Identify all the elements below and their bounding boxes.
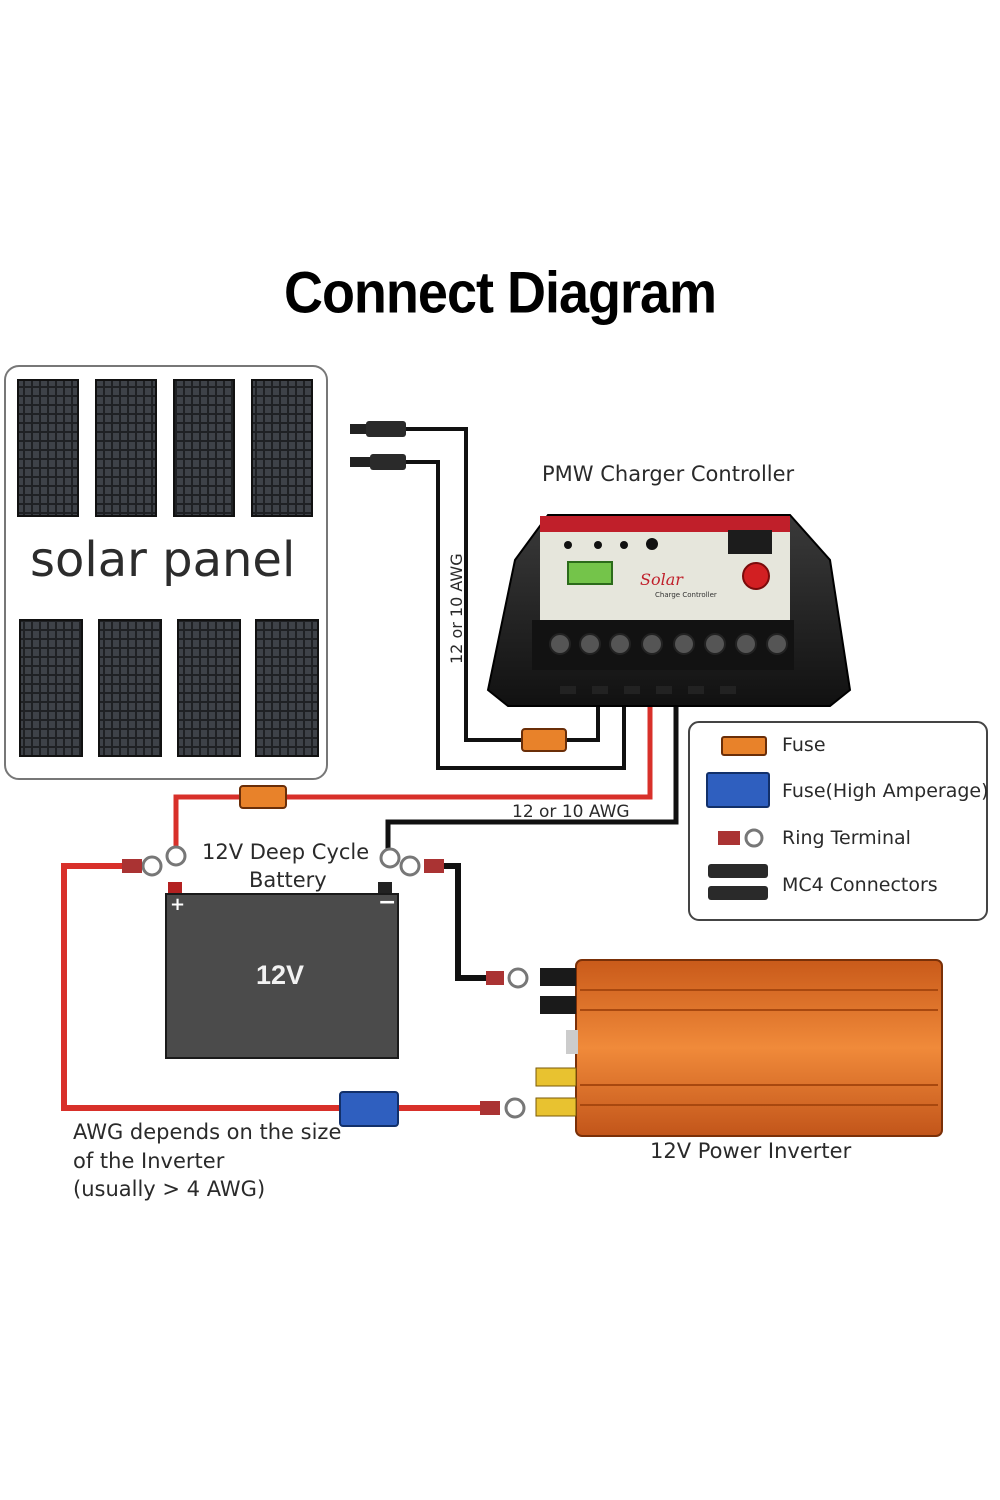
- ring-terminal-icon: [122, 845, 444, 877]
- battery-inverter-wires: [61, 863, 486, 1111]
- legend-ring-terminal-label: Ring Terminal: [782, 827, 911, 849]
- charge-controller: Solar Charge Controller: [486, 514, 852, 707]
- awg-note-line2: of the Inverter: [73, 1149, 225, 1173]
- controller-battery-wires: [173, 702, 679, 852]
- legend-fuse-high-label: Fuse(High Amperage): [782, 780, 989, 802]
- legend: [688, 721, 988, 921]
- awg-note-line1: AWG depends on the size: [73, 1120, 342, 1144]
- controller-label: PMW Charger Controller: [542, 462, 795, 486]
- battery-negative-sign: −: [378, 890, 397, 915]
- fuse-icon: [239, 785, 287, 809]
- battery-label-line2: Battery: [249, 868, 327, 892]
- legend-mc4-icon: [708, 864, 768, 900]
- inverter-label: 12V Power Inverter: [650, 1139, 852, 1163]
- high-amperage-fuse-icon: [339, 1091, 399, 1127]
- solar-panel-label: solar panel: [30, 532, 296, 588]
- controller-subbrand: Charge Controller: [655, 591, 717, 599]
- legend-mc4-label: MC4 Connectors: [782, 874, 938, 896]
- awg-note-line3: (usually > 4 AWG): [73, 1177, 266, 1201]
- legend-fuse-label: Fuse: [782, 734, 826, 756]
- diagram-title: Connect Diagram: [283, 260, 717, 326]
- legend-ring-terminal-icon: [718, 828, 764, 848]
- battery-voltage: 12V: [256, 960, 305, 990]
- battery: [165, 882, 399, 1059]
- ring-terminal-icon: [480, 967, 529, 1119]
- solar-cell-icon: [17, 379, 319, 757]
- panel-controller-wires: [406, 427, 626, 770]
- legend-fuse-icon: [721, 736, 767, 756]
- mc4-connector-icon: [350, 421, 406, 470]
- fuse-icon: [521, 728, 567, 752]
- controller-brand: Solar: [640, 570, 684, 589]
- power-inverter: [535, 959, 943, 1137]
- legend-fuse-high-icon: [706, 772, 770, 808]
- battery-label-line1: 12V Deep Cycle: [202, 840, 370, 864]
- wire-gauge-label-vertical: 12 or 10 AWG: [447, 553, 466, 664]
- wire-gauge-label-horizontal: 12 or 10 AWG: [512, 802, 630, 822]
- battery-positive-sign: +: [170, 894, 186, 915]
- solar-panel: [4, 365, 328, 780]
